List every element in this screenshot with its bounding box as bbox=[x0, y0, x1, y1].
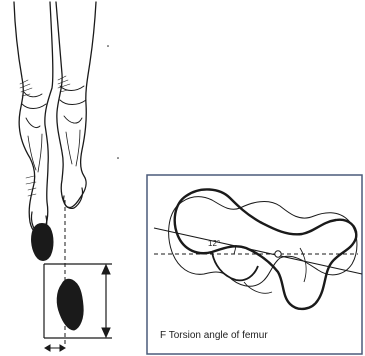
right-knee-lines bbox=[60, 86, 86, 123]
lower-footprint bbox=[57, 279, 83, 330]
left-leg-outline bbox=[14, 2, 53, 234]
stray-dot bbox=[107, 45, 109, 47]
walking-legs-illustration bbox=[14, 2, 96, 234]
femur-torsion-panel: 12° F Torsion angle of femur bbox=[147, 175, 362, 354]
right-leg-outline bbox=[56, 2, 96, 208]
figure-caption: F Torsion angle of femur bbox=[160, 330, 268, 341]
upper-footprint bbox=[32, 224, 53, 261]
torsion-angle-label: 12° bbox=[208, 239, 220, 248]
axis-intersection-point bbox=[275, 251, 281, 257]
calf-lines bbox=[28, 130, 80, 172]
stray-dot bbox=[117, 157, 119, 159]
left-knee-lines bbox=[22, 92, 46, 128]
